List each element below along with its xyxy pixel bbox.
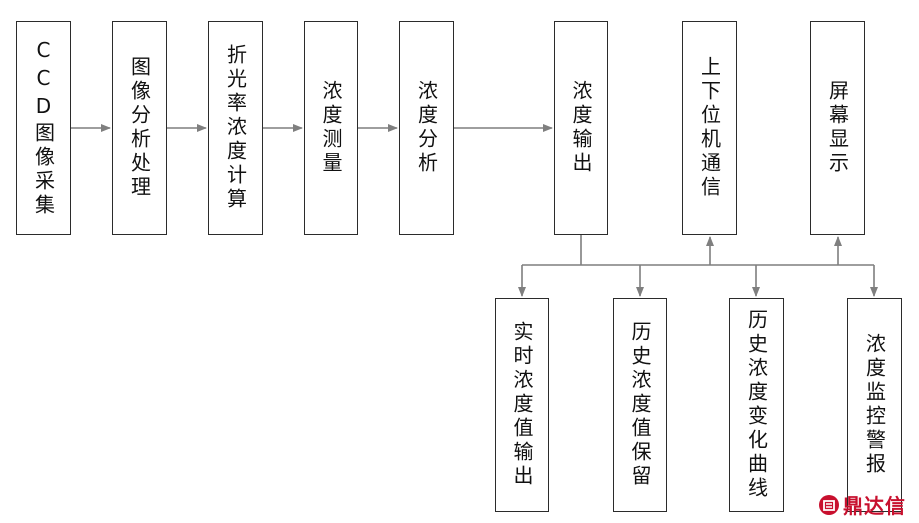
node-ccd-capture: CCD图像采集 — [16, 21, 71, 235]
node-image-processing: 图像分析处理 — [112, 21, 167, 235]
node-label: 浓度分析 — [414, 80, 439, 176]
node-output: 浓度输出 — [554, 21, 608, 235]
node-label: 图像分析处理 — [127, 56, 152, 200]
node-label: 历史浓度值保留 — [628, 321, 652, 489]
node-history-keep: 历史浓度值保留 — [613, 298, 667, 512]
ddx-logo-icon — [819, 494, 839, 515]
node-label: 浓度测量 — [319, 80, 343, 176]
node-history-curve: 历史浓度变化曲线 — [729, 298, 784, 512]
watermark-logo: 鼎达信 — [818, 490, 906, 519]
node-communication: 上下位机通信 — [682, 21, 737, 235]
node-realtime-output: 实时浓度值输出 — [495, 298, 549, 512]
node-label: CCD图像采集 — [31, 38, 56, 218]
logo-text: 鼎达信 — [843, 494, 906, 518]
node-refraction-calc: 折光率浓度计算 — [208, 21, 263, 235]
node-label: 历史浓度变化曲线 — [744, 309, 769, 501]
node-analysis: 浓度分析 — [399, 21, 454, 235]
node-alarm: 浓度监控警报 — [847, 298, 902, 512]
node-label: 上下位机通信 — [697, 56, 722, 200]
node-label: 浓度输出 — [569, 80, 593, 176]
node-display: 屏幕显示 — [810, 21, 865, 235]
node-label: 浓度监控警报 — [862, 333, 887, 477]
node-label: 实时浓度值输出 — [510, 321, 534, 489]
node-label: 屏幕显示 — [825, 80, 850, 176]
node-label: 折光率浓度计算 — [223, 44, 248, 212]
node-measure: 浓度测量 — [304, 21, 358, 235]
